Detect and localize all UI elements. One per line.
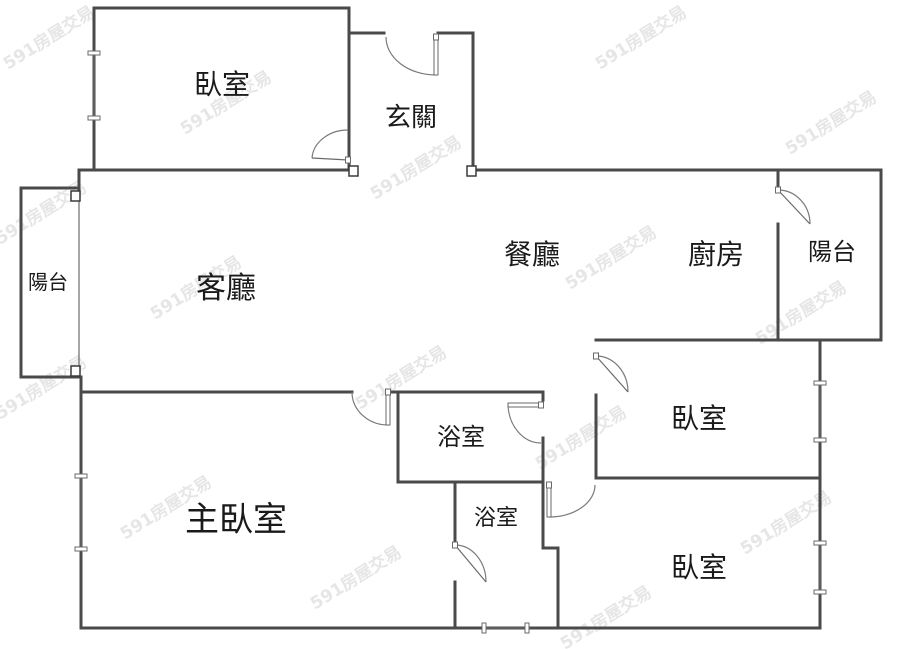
columns [70, 165, 477, 377]
watermark-layer: 591房屋交易 591房屋交易 591房屋交易 591房屋交易 591房屋交易 591房屋… [0, 2, 880, 649]
window [813, 380, 827, 443]
room-label-bedroom-top-left: 臥室 [193, 68, 251, 101]
door [452, 541, 487, 583]
room-label-bedroom-right-lower: 臥室 [670, 551, 728, 584]
watermark-text: 591房屋交易 [532, 402, 631, 475]
room-label-bathroom-1: 浴室 [437, 423, 485, 451]
window [481, 622, 530, 634]
room-label-master-bedroom: 主臥室 [185, 500, 287, 540]
window [74, 473, 88, 552]
windows [74, 50, 827, 634]
window [813, 540, 827, 595]
watermark-text: 591房屋交易 [307, 542, 406, 615]
wall-segment [396, 390, 545, 484]
room-label-balcony-right: 陽台 [808, 238, 856, 266]
wall-segment [594, 338, 822, 630]
wall-segment [19, 186, 81, 379]
door [385, 33, 439, 76]
door [775, 186, 811, 225]
wall-segment [436, 31, 475, 172]
wall-segment [541, 436, 560, 630]
room-label-bedroom-right-upper: 臥室 [670, 402, 728, 435]
window [87, 50, 101, 121]
room-label-balcony-left: 陽台 [28, 270, 68, 294]
wall-segment [594, 393, 822, 480]
watermark-text: 591房屋交易 [557, 582, 656, 649]
column-post [348, 165, 359, 177]
wall-segment [475, 168, 883, 342]
door [546, 481, 596, 518]
watermark-text: 591房屋交易 [367, 132, 466, 205]
column-post [70, 190, 81, 202]
column-post [466, 165, 477, 177]
room-label-kitchen: 廚房 [687, 238, 745, 271]
wall-segment [92, 6, 351, 172]
watermark-text: 591房屋交易 [352, 342, 451, 415]
column-post [70, 365, 81, 377]
doors [311, 33, 811, 583]
wall-segment [79, 375, 822, 630]
watermark-text: 591房屋交易 [592, 2, 691, 75]
door [507, 401, 544, 444]
room-label-dining-room: 餐廳 [503, 238, 561, 271]
door [351, 388, 391, 426]
room-label-bathroom-2: 浴室 [473, 506, 519, 531]
watermark-text: 591房屋交易 [752, 277, 851, 350]
door [311, 129, 351, 164]
door [593, 352, 629, 393]
watermark-text: 591房屋交易 [782, 87, 881, 160]
watermark-text: 591房屋交易 [0, 2, 98, 75]
room-label-entrance: 玄關 [384, 103, 438, 133]
watermark-text: 591房屋交易 [0, 352, 90, 425]
room-label-living-room: 客廳 [196, 271, 256, 306]
watermark-text: 591房屋交易 [562, 222, 661, 295]
